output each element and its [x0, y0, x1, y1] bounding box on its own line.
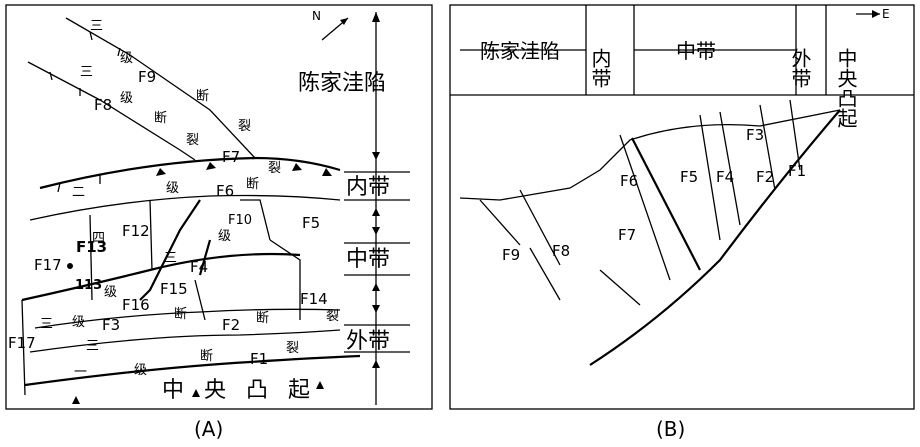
zone-depression-label: 陈家洼陷	[298, 71, 386, 96]
svg-text:级: 级	[120, 51, 133, 66]
fault-f8	[27, 61, 196, 161]
b-top-surface	[459, 109, 841, 201]
well-marker	[67, 263, 73, 269]
svg-text:三: 三	[80, 65, 93, 80]
north-label: N	[312, 9, 321, 23]
label-f7: F7	[222, 148, 240, 166]
svg-text:断: 断	[154, 111, 167, 126]
svg-text:断: 断	[200, 349, 213, 364]
fault-f1	[24, 354, 361, 387]
svg-text:级: 级	[72, 315, 85, 330]
label-f5: F5	[302, 214, 320, 232]
b-main-fault	[589, 109, 841, 366]
b-zone-outer: 外带	[788, 48, 812, 88]
svg-text:级: 级	[218, 229, 231, 244]
svg-text:三: 三	[164, 251, 177, 266]
svg-text:断: 断	[246, 177, 259, 192]
svg-text:裂: 裂	[186, 133, 199, 148]
b-label-f5: F5	[680, 168, 698, 186]
svg-text:裂: 裂	[286, 341, 299, 356]
svg-text:二: 二	[72, 185, 85, 200]
svg-text:四: 四	[92, 231, 105, 246]
label-f9: F9	[138, 68, 156, 86]
label-f15: F15	[160, 280, 188, 298]
east-label: E	[882, 7, 890, 21]
b-label-f7: F7	[618, 226, 636, 244]
fault-f9	[65, 17, 256, 159]
label-f10: F10	[228, 213, 252, 228]
label-f2: F2	[222, 316, 240, 334]
label-f12: F12	[122, 222, 150, 240]
label-f13: F13	[76, 238, 107, 256]
label-f17b: F17	[8, 334, 36, 352]
fault-f6	[29, 194, 341, 221]
b-zone-depression: 陈家洼陷	[480, 39, 560, 63]
panel-a-frame	[5, 4, 433, 410]
b-label-f1: F1	[788, 162, 806, 180]
fault-f3	[34, 308, 341, 329]
svg-text:断: 断	[174, 307, 187, 322]
label-f1: F1	[250, 350, 268, 368]
svg-text:三: 三	[86, 339, 99, 354]
zone-uplift-label: 中央凸起	[162, 378, 330, 403]
label-f17a: F17	[34, 256, 62, 274]
panel-b: E 陈家洼陷 内带 中带 外带 中央凸起 F9 F8 F7 F6 F5 F4 F…	[449, 4, 915, 441]
zone-inner-label: 内带	[346, 175, 390, 200]
panel-b-caption: (B)	[656, 417, 685, 441]
b-label-f6: F6	[620, 172, 638, 190]
label-f16: F16	[122, 296, 150, 314]
b-label-f9: F9	[502, 246, 520, 264]
svg-text:裂: 裂	[268, 161, 281, 176]
fault-f7	[39, 156, 341, 190]
fault-f2	[29, 329, 341, 353]
panel-a-caption: (A)	[194, 417, 223, 441]
b-label-f2: F2	[756, 168, 774, 186]
north-arrow-head	[340, 18, 348, 25]
svg-text:三: 三	[90, 19, 103, 34]
zone-middle-label: 中带	[346, 247, 390, 272]
svg-text:断: 断	[256, 311, 269, 326]
b-zone-uplift: 中央凸起	[834, 48, 858, 128]
label-f6: F6	[216, 182, 234, 200]
b-zone-inner: 内带	[588, 48, 612, 88]
b-zone-middle: 中带	[676, 39, 716, 63]
panel-b-frame	[449, 4, 915, 410]
svg-text:裂: 裂	[238, 119, 251, 134]
b-label-f4: F4	[716, 168, 734, 186]
fault-f17	[21, 299, 26, 396]
label-f4: F4	[190, 258, 208, 276]
svg-text:级: 级	[166, 181, 179, 196]
label-f14: F14	[300, 290, 328, 308]
fault-f13	[21, 252, 301, 302]
fault-f12	[139, 199, 201, 301]
b-label-f3: F3	[746, 126, 764, 144]
well-label: 113	[75, 278, 102, 293]
svg-text:断: 断	[196, 89, 209, 104]
svg-text:级: 级	[134, 363, 147, 378]
svg-text:三: 三	[40, 317, 53, 332]
panel-a: N 陈家洼陷 内带 中带 外带 中央凸起	[5, 4, 433, 441]
b-label-f8: F8	[552, 242, 570, 260]
svg-text:级: 级	[104, 285, 117, 300]
label-f3: F3	[102, 316, 120, 334]
svg-text:级: 级	[120, 91, 133, 106]
zone-outer-label: 外带	[346, 329, 390, 354]
svg-text:裂: 裂	[326, 309, 339, 324]
label-f8: F8	[94, 96, 112, 114]
svg-text:一: 一	[74, 365, 87, 380]
